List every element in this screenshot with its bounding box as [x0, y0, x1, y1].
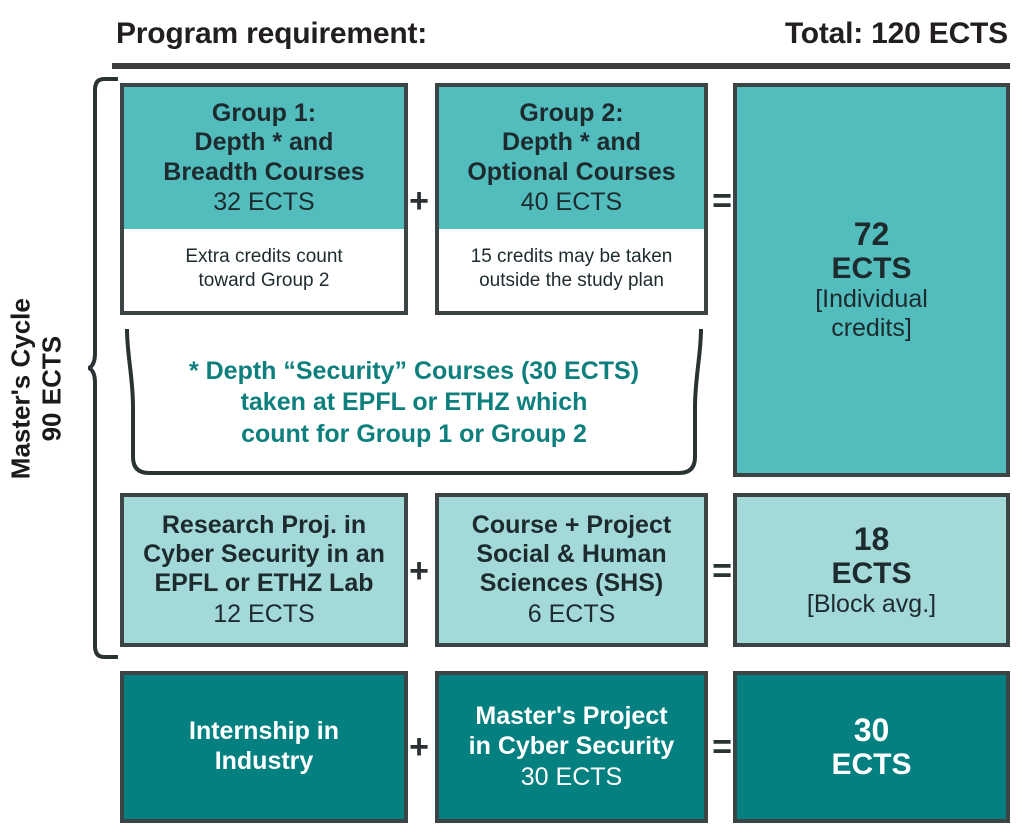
projects-total-sub: [Block avg.]	[806, 589, 937, 618]
internship-title: Internship in Industry	[189, 717, 339, 775]
group-1-box[interactable]: Group 1: Depth * and Breadth Courses 32 …	[120, 83, 408, 315]
masters-project-title: Master's Project in Cyber Security	[468, 702, 675, 760]
research-project-ects: 12 ECTS	[213, 600, 315, 629]
masters-cycle-label: Master's Cycle 90 ECTS	[5, 298, 66, 480]
industry-total-number: 30	[853, 711, 890, 748]
projects-total-number: 18	[853, 520, 890, 557]
equals-operator-row-3: =	[712, 728, 732, 766]
group-2-ects: 40 ECTS	[520, 187, 623, 216]
group-1-note: Extra credits count toward Group 2	[185, 246, 343, 291]
courses-total-number: 72	[853, 216, 890, 253]
group-2-box[interactable]: Group 2: Depth * and Optional Courses 40…	[435, 83, 708, 315]
depth-security-footnote-text: * Depth “Security” Courses (30 ECTS) tak…	[188, 356, 640, 448]
depth-security-footnote-panel: * Depth “Security” Courses (30 ECTS) tak…	[120, 329, 708, 477]
projects-total-box[interactable]: 18 ECTS [Block avg.]	[733, 493, 1010, 647]
research-project-box[interactable]: Research Proj. in Cyber Security in an E…	[120, 493, 408, 647]
courses-total-box[interactable]: 72 ECTS [Individual credits]	[733, 83, 1010, 477]
shs-course-box[interactable]: Course + Project Social & Human Sciences…	[435, 493, 708, 647]
courses-total-sub: [Individual credits]	[815, 285, 928, 343]
program-requirement-label: Program requirement:	[116, 17, 428, 50]
group-1-title: Group 1: Depth * and Breadth Courses	[163, 99, 365, 186]
plus-operator-row-2: +	[409, 552, 429, 590]
masters-project-box[interactable]: Master's Project in Cyber Security 30 EC…	[435, 671, 708, 823]
internship-box[interactable]: Internship in Industry	[120, 671, 408, 823]
research-project-title: Research Proj. in Cyber Security in an E…	[143, 510, 385, 598]
equals-operator-row-2: =	[712, 552, 732, 590]
masters-project-ects: 30 ECTS	[520, 762, 623, 791]
group-1-ects: 32 ECTS	[213, 187, 315, 216]
group-1-header: Group 1: Depth * and Breadth Courses 32 …	[124, 87, 404, 229]
equals-operator-row-1: =	[712, 182, 732, 220]
plus-operator-row-1: +	[409, 182, 429, 220]
shs-course-title: Course + Project Social & Human Sciences…	[471, 510, 672, 598]
plus-operator-row-3: +	[409, 728, 429, 766]
group-2-note: 15 credits may be taken outside the stud…	[470, 246, 673, 291]
projects-total-unit: ECTS	[831, 556, 912, 590]
group-2-title: Group 2: Depth * and Optional Courses	[467, 99, 676, 186]
group-2-header: Group 2: Depth * and Optional Courses 40…	[439, 87, 704, 229]
header-divider	[112, 63, 1010, 69]
total-ects-label: Total: 120 ECTS	[784, 17, 1008, 50]
masters-cycle-brace	[88, 76, 118, 660]
industry-total-box[interactable]: 30 ECTS	[733, 671, 1010, 823]
industry-total-unit: ECTS	[831, 748, 912, 782]
courses-total-unit: ECTS	[831, 252, 912, 286]
shs-course-ects: 6 ECTS	[527, 600, 616, 629]
